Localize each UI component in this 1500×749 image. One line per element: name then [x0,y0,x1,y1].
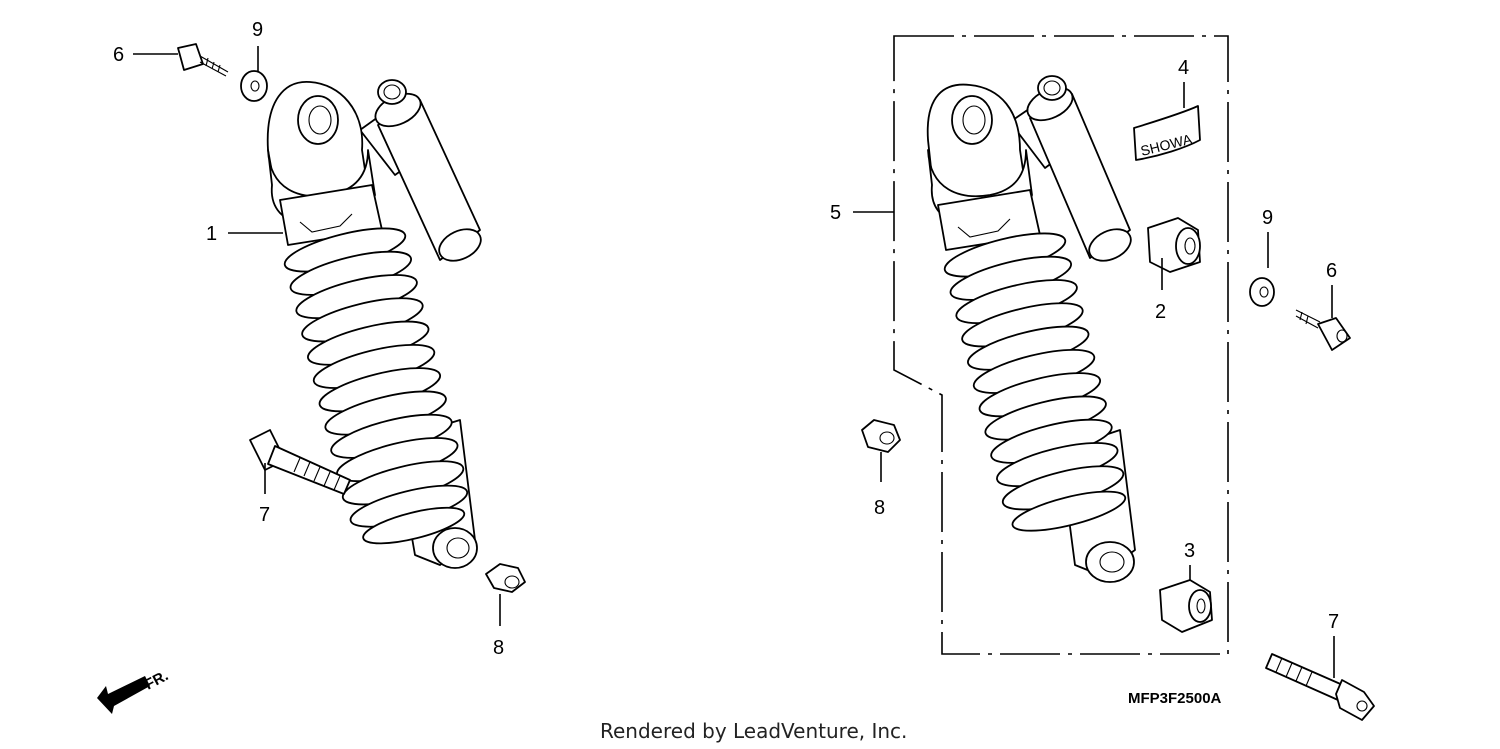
coil-spring-right [943,232,1127,532]
callout-8-right: 8 [874,497,885,519]
callout-9-left: 9 [252,19,263,41]
bolt-7-left [249,429,351,495]
washer-9-left [240,70,268,102]
footer-credit: Rendered by LeadVenture, Inc. [600,719,907,743]
callout-7-left: 7 [259,504,270,526]
reservoir-right [1009,75,1132,262]
diagram-code: MFP3F2500A [1128,690,1222,707]
shock-absorber-left [266,79,482,569]
bolt-7-right [1265,653,1375,721]
coil-spring-left [283,227,469,545]
top-eye-left [266,81,383,246]
nut-8-right [861,419,901,453]
bushing-2-right [1147,217,1201,273]
callout-7-right: 7 [1328,611,1339,633]
callout-4-right: 4 [1178,57,1189,79]
shock-absorber-right [926,75,1136,583]
callout-2-right: 2 [1155,301,1166,323]
front-direction-arrow-icon [97,676,150,714]
callout-9-right: 9 [1262,207,1273,229]
shock-absorber-kit-boundary [893,35,1229,655]
showa-label-sticker: SHOWA [1133,105,1201,161]
washer-9-right [1249,277,1275,307]
callout-6-right: 6 [1326,260,1337,282]
flange-bolt-6-right [1295,309,1351,351]
callout-6-left: 6 [113,44,124,66]
callout-3-right: 3 [1184,540,1195,562]
callout-8-left: 8 [493,637,504,659]
nut-8-left [485,563,526,593]
top-eye-right [926,83,1041,251]
bushing-3-right [1159,579,1213,633]
callout-5-right: 5 [830,202,841,224]
reservoir-left [359,79,482,262]
front-direction-label: FR. [142,667,171,693]
flange-bolt-6-left [177,43,229,77]
callout-1-left: 1 [206,223,217,245]
